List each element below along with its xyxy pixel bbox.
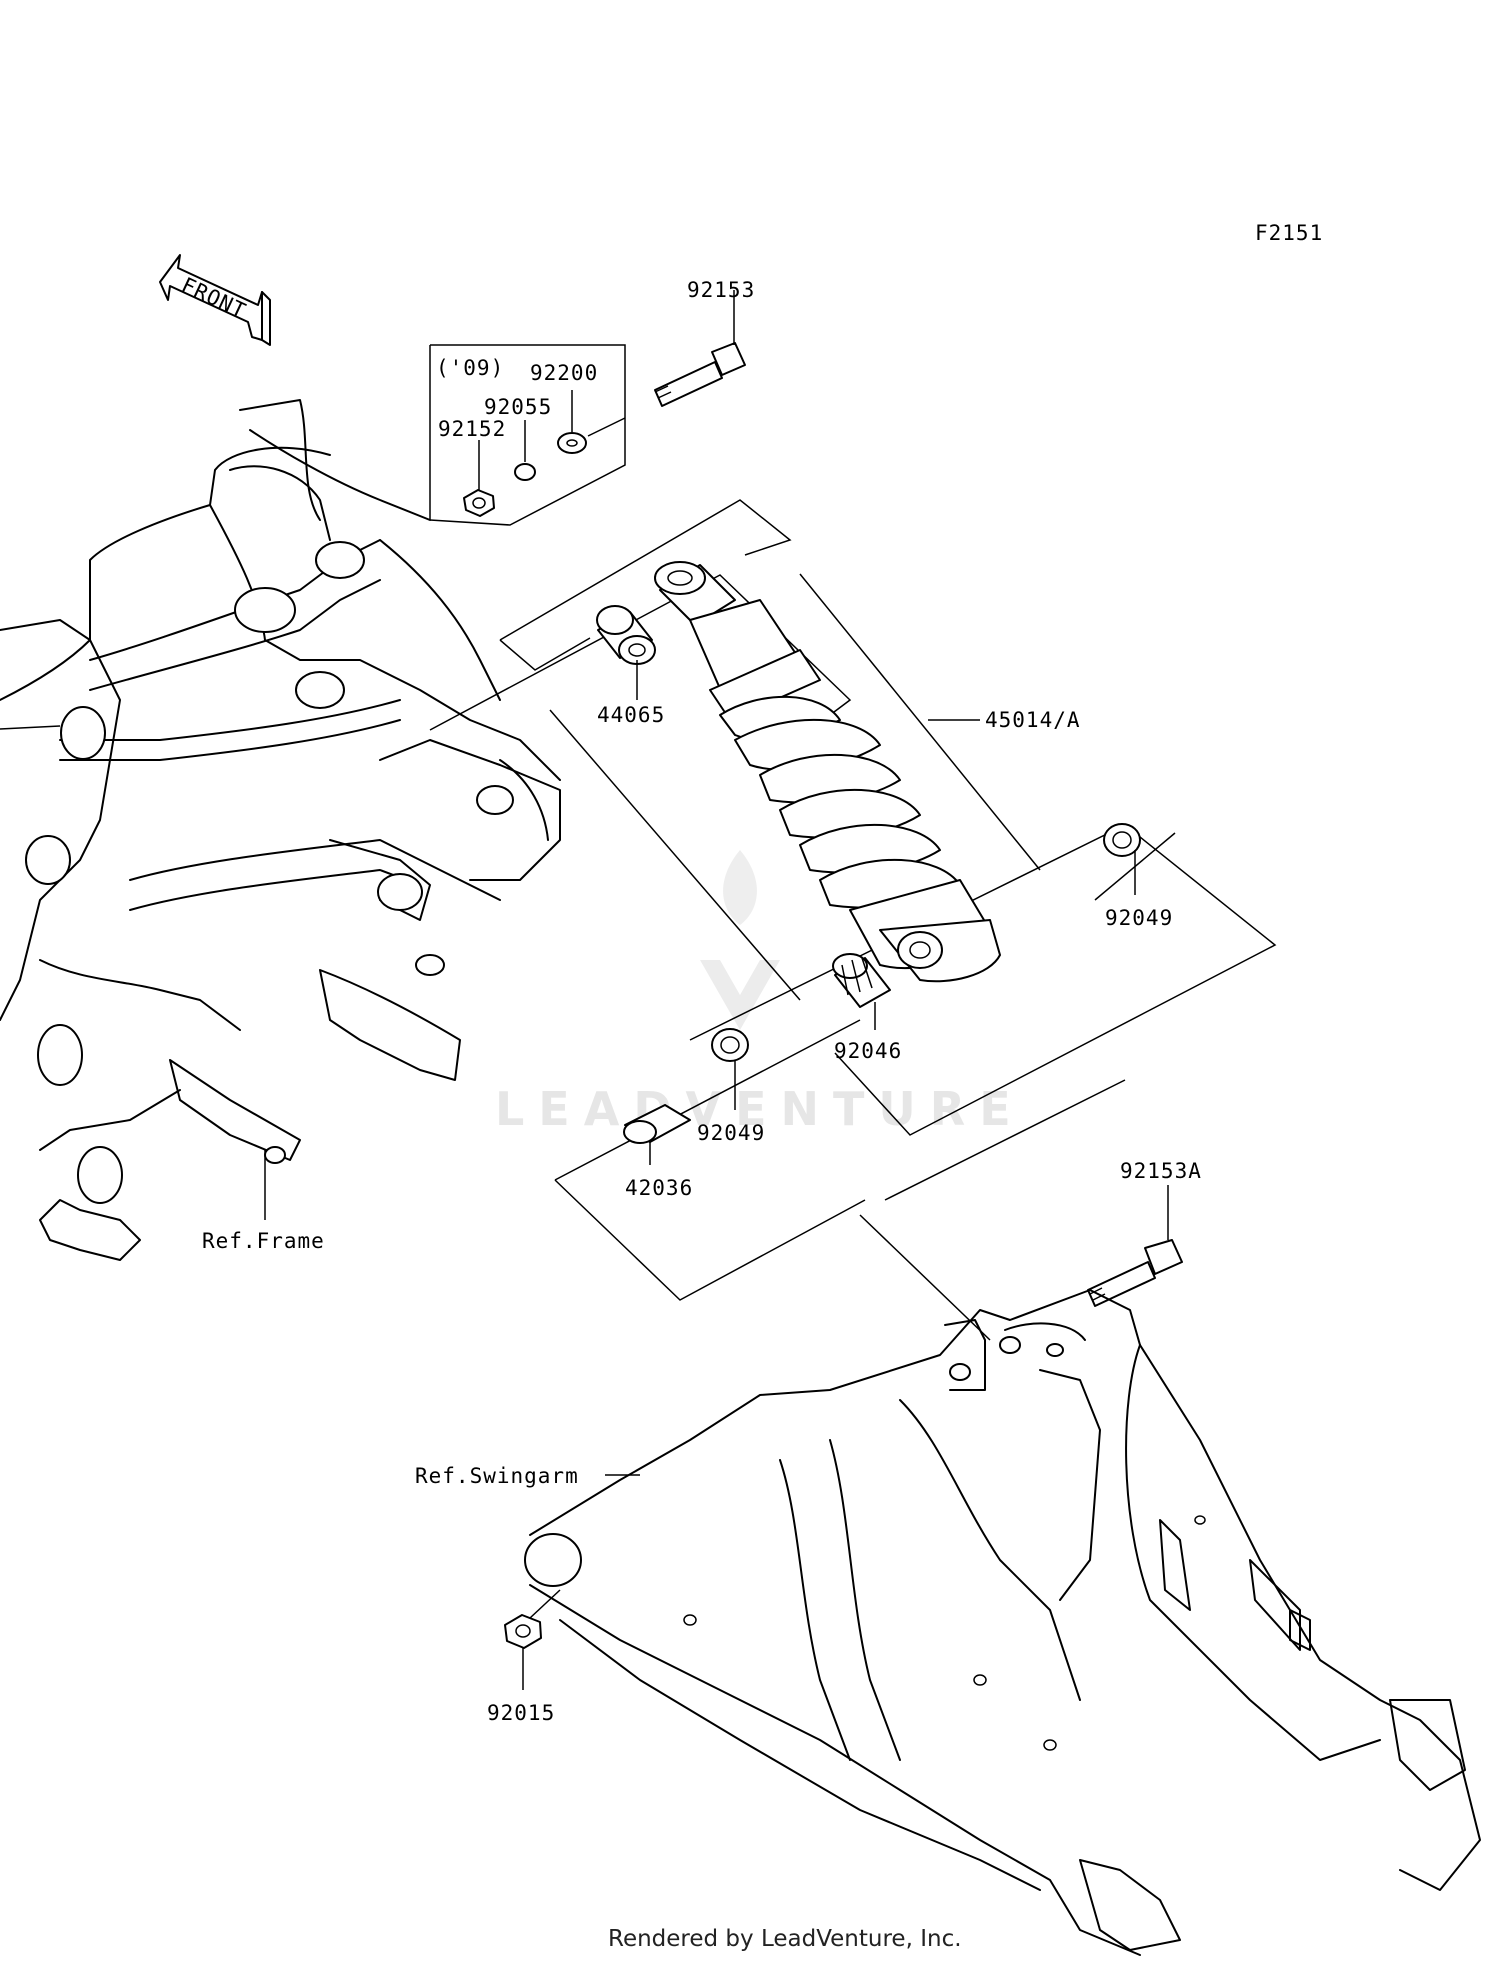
label-92200: 92200	[530, 361, 598, 385]
front-arrow-icon: FRONT	[159, 254, 271, 346]
label-92049-lower: 92049	[697, 1121, 765, 1145]
diagram-code: F2151	[1255, 221, 1323, 245]
bolt-92153A: 92153A	[1087, 1159, 1202, 1307]
label-45014A: 45014/A	[985, 708, 1081, 732]
collar-92049-upper: 92049	[1103, 823, 1173, 930]
bolt-92153: 92153	[654, 278, 755, 407]
label-92055: 92055	[484, 395, 552, 419]
nut-92015: 92015	[487, 1589, 561, 1725]
label-92015: 92015	[487, 1701, 555, 1725]
swingarm-outline: Ref.Swingarm	[415, 1289, 1481, 1956]
label-92049-upper: 92049	[1105, 906, 1173, 930]
label-ref-frame: Ref.Frame	[202, 1229, 325, 1253]
washer-92200: 92200	[530, 361, 626, 454]
label-92046: 92046	[834, 1039, 902, 1063]
oring-92055: 92055	[484, 395, 552, 481]
nut-92152: 92152	[438, 417, 506, 517]
bearing-92046: 92046	[832, 953, 902, 1063]
bushing-44065: 44065	[596, 605, 665, 727]
year-note: ('09)	[436, 356, 504, 380]
label-44065: 44065	[597, 703, 665, 727]
label-92152: 92152	[438, 417, 506, 441]
label-42036: 42036	[625, 1176, 693, 1200]
label-92153: 92153	[687, 278, 755, 302]
frame-outline: Ref.Frame	[0, 399, 561, 1261]
shock-45014A: 45014/A	[654, 561, 1081, 983]
collar-92049-lower: 92049	[697, 1028, 765, 1145]
label-92153A: 92153A	[1120, 1159, 1202, 1183]
footer-credit: Rendered by LeadVenture, Inc.	[608, 1926, 962, 1952]
collar-42036: 42036	[623, 1104, 693, 1200]
front-arrow-label: FRONT	[178, 273, 250, 324]
year-bracket: ('09)	[429, 344, 626, 526]
label-ref-swingarm: Ref.Swingarm	[415, 1464, 579, 1488]
